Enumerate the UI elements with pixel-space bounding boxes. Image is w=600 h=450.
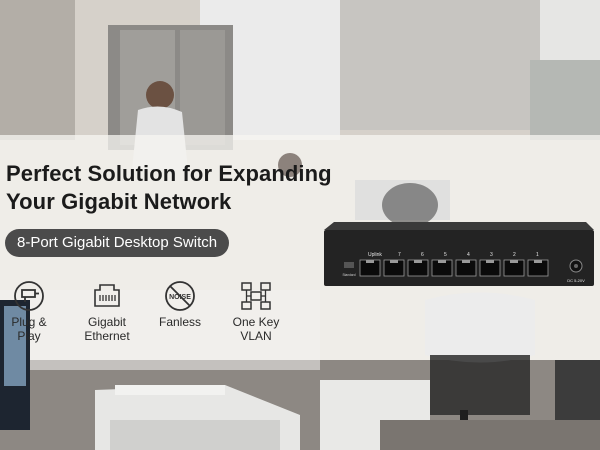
feature-label-one-key-vlan: One Key VLAN xyxy=(232,315,280,343)
power-input-label: DC 5-20V xyxy=(567,278,585,283)
port-number-1: 1 xyxy=(536,252,539,258)
headline: Perfect Solution for Expanding Your Giga… xyxy=(6,160,332,216)
feature-plug-and-play: Plug & Play xyxy=(0,280,69,343)
noise-off-icon: NOISE xyxy=(165,281,195,311)
headline-line-2: Your Gigabit Network xyxy=(6,189,232,214)
noise-icon-text: NOISE xyxy=(169,294,191,301)
port-number-7: 7 xyxy=(398,252,401,258)
network-switch-illustration: Standard Uplink 7 6 5 4 3 2 1 DC 5-20V xyxy=(324,222,594,286)
feature-gigabit-ethernet: Gigabit Ethernet xyxy=(67,280,147,343)
port-number-5: 5 xyxy=(444,252,447,258)
port-number-4: 4 xyxy=(467,252,470,258)
feature-one-key-vlan: One Key VLAN xyxy=(216,280,296,343)
feature-label-plug-and-play: Plug & Play xyxy=(11,315,47,343)
gigabit-ethernet-port-icon xyxy=(94,284,120,307)
plug-and-play-icon xyxy=(14,281,44,311)
port-number-2: 2 xyxy=(513,252,516,258)
headline-line-1: Perfect Solution for Expanding xyxy=(6,161,332,186)
feature-fanless: NOISE Fanless xyxy=(140,280,220,329)
feature-label-fanless: Fanless xyxy=(158,315,202,329)
product-subtitle-badge: 8-Port Gigabit Desktop Switch xyxy=(5,229,230,257)
port-number-3: 3 xyxy=(490,252,493,258)
vlan-switch-label: Standard xyxy=(343,273,356,277)
one-key-vlan-network-icon xyxy=(241,282,271,310)
uplink-label: Uplink xyxy=(368,252,382,258)
feature-label-gigabit-ethernet: Gigabit Ethernet xyxy=(84,315,130,343)
port-number-6: 6 xyxy=(421,252,424,258)
